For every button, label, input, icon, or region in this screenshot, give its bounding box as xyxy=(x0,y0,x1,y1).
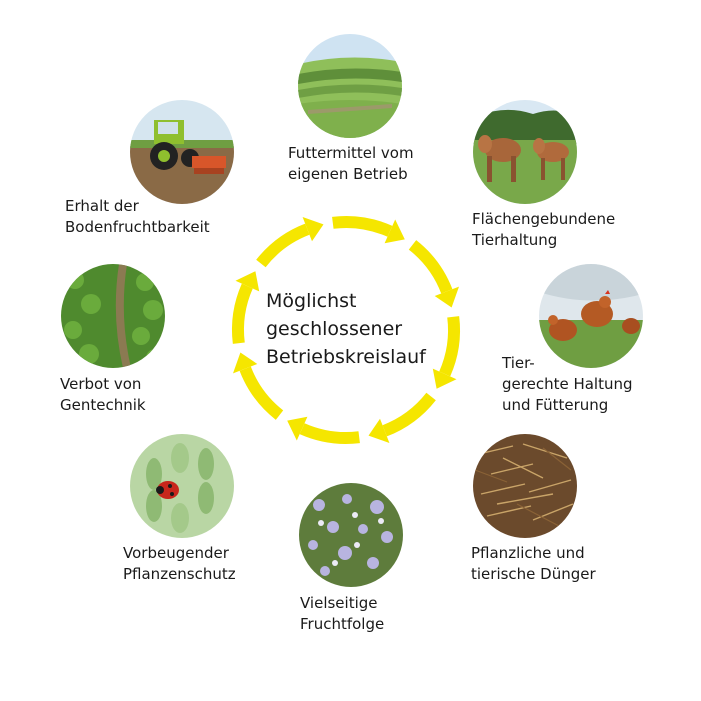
photo-phacelia-flowers xyxy=(299,483,403,587)
label-line: Tierhaltung xyxy=(472,230,615,251)
label-line: Pflanzliche und xyxy=(471,543,596,564)
label-line: Futtermittel vom xyxy=(288,143,414,164)
label-protection: Vorbeugender Pflanzenschutz xyxy=(123,543,236,585)
label-gmo: Verbot von Gentechnik xyxy=(60,374,146,416)
label-line: Flächengebundene xyxy=(472,209,615,230)
cycle-arrow-shaft xyxy=(385,397,431,431)
center-title-line: Möglichst xyxy=(266,287,466,315)
label-line: Bodenfruchtbarkeit xyxy=(65,217,210,238)
label-line: eigenen Betrieb xyxy=(288,164,414,185)
label-line: gerechte Haltung xyxy=(502,374,633,395)
label-line: tierische Dünger xyxy=(471,564,596,585)
cycle-arrow-shaft xyxy=(333,222,390,231)
center-title-line: Betriebskreislauf xyxy=(266,343,466,371)
label-rotation: Vielseitige Fruchtfolge xyxy=(300,593,384,635)
photo-crop-rows xyxy=(61,264,165,368)
cycle-arrow-shaft xyxy=(413,245,447,291)
label-line: Tier- xyxy=(502,353,633,374)
label-livestock: Flächengebundene Tierhaltung xyxy=(472,209,615,251)
photo-ladybug-on-wheat xyxy=(130,434,234,538)
cycle-arrow-shaft xyxy=(238,286,247,343)
cycle-arrow-shaft xyxy=(302,429,359,438)
photo-straw-manure xyxy=(473,434,577,538)
label-line: Vielseitige xyxy=(300,593,384,614)
cycle-arrow-shaft xyxy=(245,369,279,415)
label-feed: Futtermittel vom eigenen Betrieb xyxy=(288,143,414,185)
center-title-line: geschlossener xyxy=(266,315,466,343)
label-soil: Erhalt der Bodenfruchtbarkeit xyxy=(65,196,210,238)
label-line: Gentechnik xyxy=(60,395,146,416)
label-line: Pflanzenschutz xyxy=(123,564,236,585)
label-line: und Fütterung xyxy=(502,395,633,416)
cycle-arrow-shaft xyxy=(261,229,307,263)
label-line: Erhalt der xyxy=(65,196,210,217)
label-welfare: Tier- gerechte Haltung und Fütterung xyxy=(502,353,633,416)
photo-grass-field xyxy=(298,34,402,138)
label-manure: Pflanzliche und tierische Dünger xyxy=(471,543,596,585)
label-line: Vorbeugender xyxy=(123,543,236,564)
label-line: Fruchtfolge xyxy=(300,614,384,635)
center-title: Möglichst geschlossener Betriebskreislau… xyxy=(266,287,466,371)
label-line: Verbot von xyxy=(60,374,146,395)
photo-cattle-pasture xyxy=(473,100,577,204)
photo-tractor-harrow xyxy=(130,100,234,204)
